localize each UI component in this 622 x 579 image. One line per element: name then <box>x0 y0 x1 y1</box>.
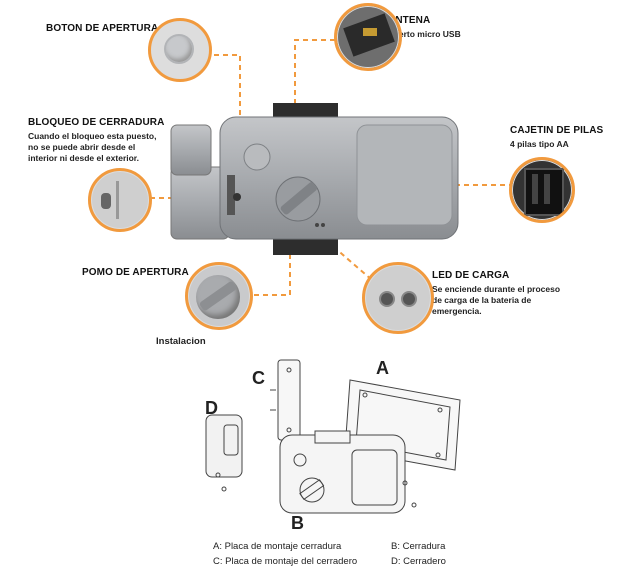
antena-desc: Puerto micro USB <box>388 29 461 39</box>
led-title: LED DE CARGA <box>432 270 510 281</box>
led-desc-1: Se enciende durante el proceso <box>432 284 561 294</box>
pomo-detail-image <box>185 262 253 330</box>
legend-a: A: Placa de montaje cerradura <box>213 541 342 552</box>
antena-title: ANTENA <box>388 15 431 26</box>
part-c-label: C <box>252 368 265 388</box>
antena-detail-image <box>334 3 402 71</box>
cajetin-desc: 4 pilas tipo AA <box>510 139 569 149</box>
part-d-label: D <box>205 398 218 418</box>
led-desc-3: emergencia. <box>432 306 482 316</box>
part-b-label: B <box>291 513 304 533</box>
led-desc-2: de carga de la bateria de <box>432 295 532 305</box>
part-a-label: A <box>376 358 389 378</box>
bloqueo-title: BLOQUEO DE CERRADURA <box>28 117 165 128</box>
bloqueo-desc-3: interior ni desde el exterior. <box>28 153 140 163</box>
cajetin-title: CAJETIN DE PILAS <box>510 125 604 136</box>
boton-detail-image <box>148 18 212 82</box>
installation-diagram <box>205 359 461 514</box>
led-detail-image <box>362 262 434 334</box>
installation-label: Instalacion <box>156 336 206 347</box>
pomo-title: POMO DE APERTURA <box>82 267 189 278</box>
lock-main-image <box>170 103 459 255</box>
cajetin-detail-image <box>509 157 575 223</box>
legend-c: C: Placa de montaje del cerradero <box>213 556 358 567</box>
legend-b: B: Cerradura <box>391 541 446 552</box>
boton-apertura-title: BOTON DE APERTURA <box>46 23 159 34</box>
legend-d: D: Cerradero <box>391 556 446 567</box>
bloqueo-detail-image <box>88 168 152 232</box>
bloqueo-desc-1: Cuando el bloqueo esta puesto, <box>28 131 157 141</box>
bloqueo-desc-2: no se puede abrir desde el <box>28 142 136 152</box>
